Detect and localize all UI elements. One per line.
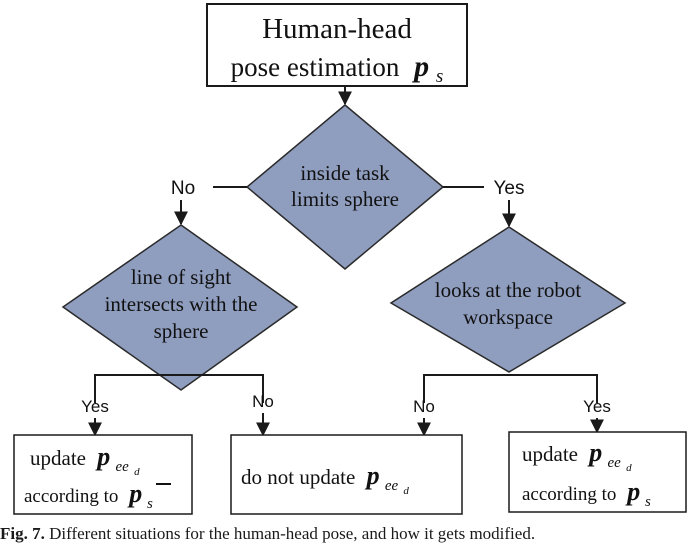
decision-3-line2: workspace [463, 305, 553, 329]
outcome-middle-text: do not update p ee d [241, 461, 409, 497]
caption-label: Fig. 7. [0, 524, 45, 543]
start-box: Human-head pose estimation p s [206, 3, 468, 87]
start-box-line2-text: pose estimation [231, 52, 400, 82]
start-box-symbol: p [411, 50, 429, 83]
decision-2-diamond [61, 224, 299, 391]
outcome-left-line2: according to p s [24, 479, 153, 512]
d3-yes-label: Yes [583, 397, 611, 416]
decision-2-line1: line of sight [131, 265, 231, 289]
decision-1-line1: inside task [300, 161, 390, 185]
start-box-line1: Human-head [262, 13, 412, 45]
decision-inside-task-limits: inside task limits sphere [245, 104, 445, 270]
outcome-right-line1: update p ee d [522, 438, 632, 474]
decision-2-line2: intersects with the [105, 292, 258, 316]
caption-text: Different situations for the human-head … [49, 524, 536, 543]
decision-3-line1: looks at the robot [435, 278, 582, 302]
d3-no-label: No [413, 397, 435, 416]
outcome-update-according-p: update p ee d according to p s [508, 431, 687, 513]
d2-no-label: No [252, 392, 274, 411]
outcome-do-not-update: do not update p ee d [230, 434, 463, 515]
decision-2-line3: sphere [154, 319, 209, 343]
figure-caption: Fig. 7. Different situations for the hum… [0, 520, 696, 552]
start-box-line2: pose estimation p s [231, 50, 444, 87]
d1-yes-label: Yes [494, 178, 525, 199]
flowchart: Human-head pose estimation p s inside ta… [13, 3, 687, 515]
decision-line-of-sight: line of sight intersects with the sphere [61, 224, 299, 391]
d1-no-label: No [171, 178, 195, 199]
decision-1-line2: limits sphere [291, 187, 399, 211]
decision-1-diamond [245, 104, 445, 270]
d3-branch-bracket [423, 374, 598, 403]
decision-looks-at-robot: looks at the robot workspace [389, 226, 627, 373]
outcome-left-line1: update p ee d [30, 442, 140, 478]
outcome-update-according-pbar: update p ee d according to p s [13, 434, 193, 515]
d2-branch-bracket [94, 374, 264, 403]
start-box-subscript: s [436, 66, 443, 87]
decision-3-diamond [389, 226, 627, 373]
d2-yes-label: Yes [81, 397, 109, 416]
outcome-right-line2: according to p s [522, 477, 651, 510]
